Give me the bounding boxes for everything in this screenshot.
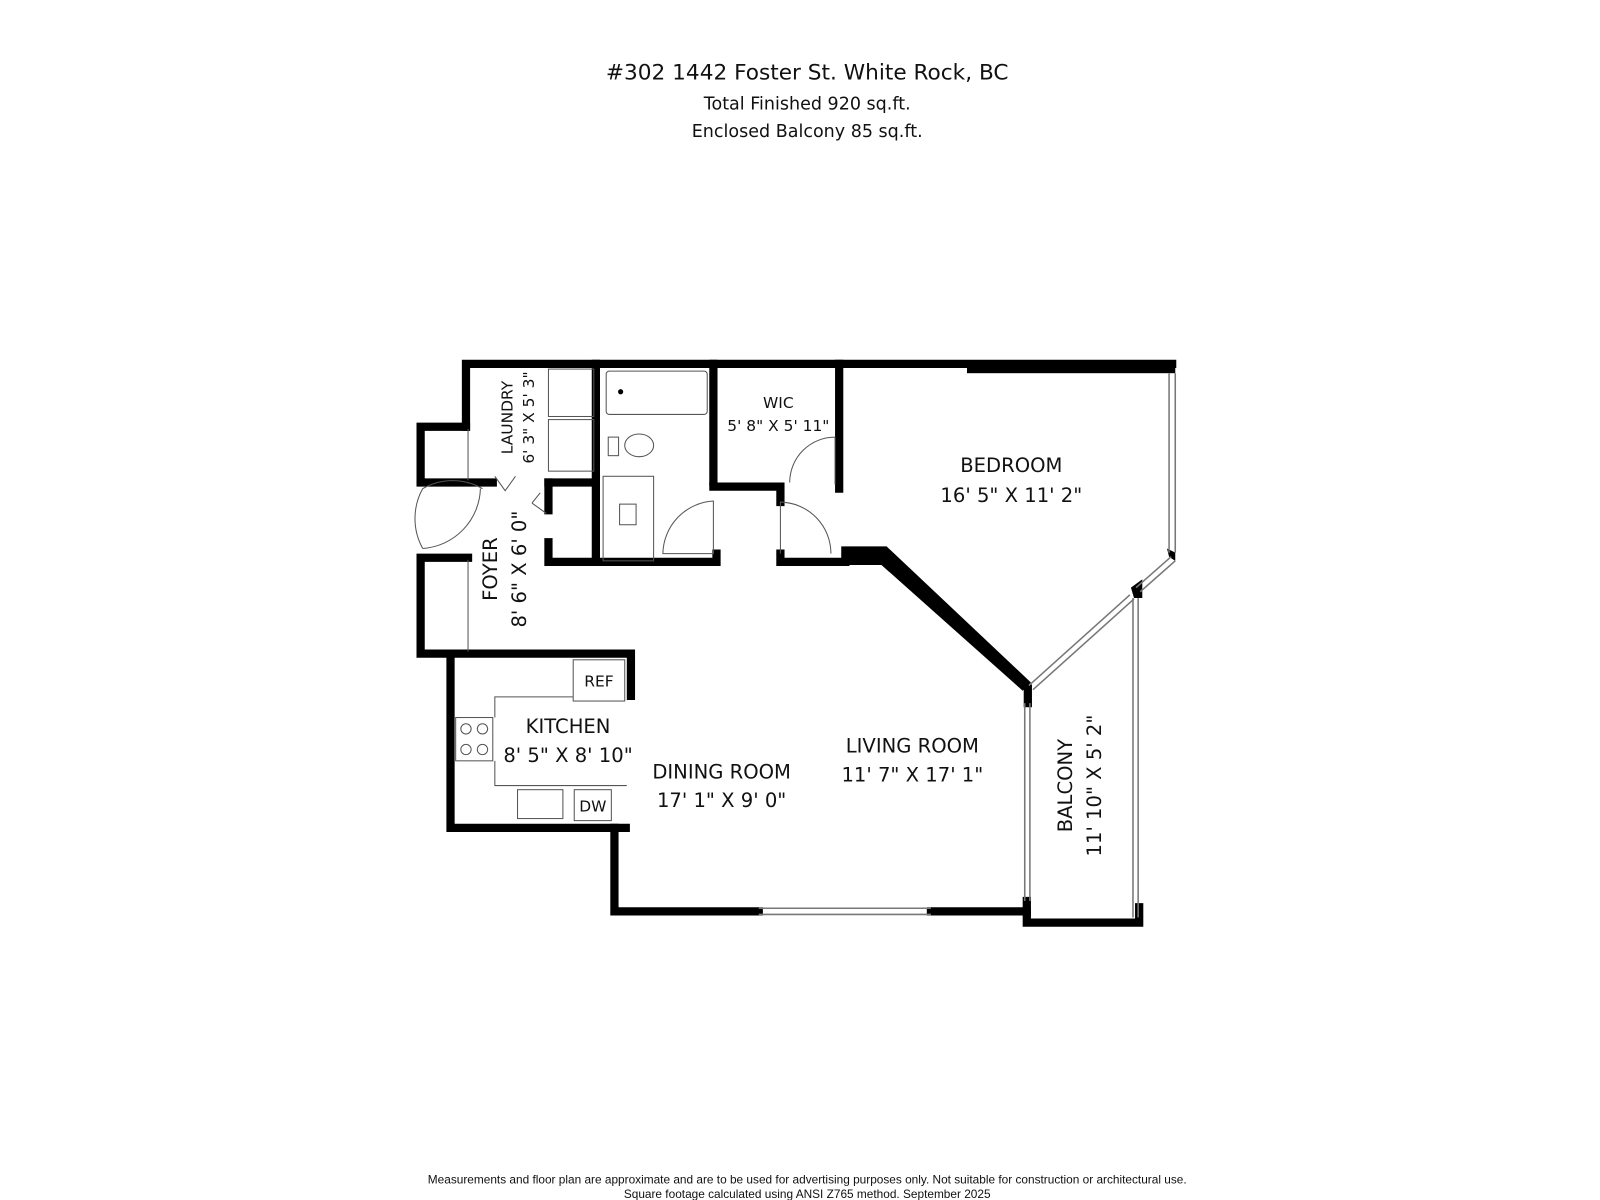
kitchen-sink-icon <box>517 789 564 820</box>
laundry-name: LAUNDRY <box>498 380 516 454</box>
ref-label: REF <box>584 673 613 691</box>
dining-room-name: DINING ROOM <box>652 760 791 783</box>
refrigerator-icon <box>572 659 626 702</box>
balcony-name: BALCONY <box>1054 739 1077 832</box>
bedroom-size: 16' 5" X 11' 2" <box>940 484 1082 507</box>
dw-label: DW <box>579 797 606 815</box>
foyer-name: FOYER <box>479 537 502 601</box>
kitchen-name: KITCHEN <box>526 715 611 738</box>
laundry-size: 6' 3" X 5' 3" <box>520 371 538 463</box>
disclaimer: Measurements and floor plan are approxim… <box>428 1173 1187 1187</box>
balcony-size: 11' 10" X 5' 2" <box>1083 715 1106 857</box>
doors <box>414 436 836 555</box>
wic-name: WIC <box>763 394 794 412</box>
room-labels: LAUNDRY 6' 3" X 5' 3" WIC 5' 8" X 5' 11"… <box>479 371 1106 856</box>
bathtub-icon <box>605 370 708 415</box>
vanity-icon <box>602 475 655 562</box>
enclosed-balcony-area: Enclosed Balcony 85 sq.ft. <box>692 122 923 142</box>
address-title: #302 1442 Foster St. White Rock, BC <box>606 60 1009 85</box>
dining-room-size: 17' 1" X 9' 0" <box>657 789 786 812</box>
washer-icon <box>547 368 595 418</box>
wic-size: 5' 8" X 5' 11" <box>727 417 829 435</box>
living-room-name: LIVING ROOM <box>846 735 979 758</box>
foyer-size: 8' 6" X 6' 0" <box>508 511 531 628</box>
stove-icon <box>455 717 494 762</box>
windows <box>467 373 1177 918</box>
dryer-icon <box>547 419 595 472</box>
dishwasher-icon <box>573 789 612 822</box>
kitchen-size: 8' 5" X 8' 10" <box>503 744 632 767</box>
living-room-size: 11' 7" X 17' 1" <box>841 763 983 786</box>
toilet-icon <box>624 433 655 458</box>
total-finished-area: Total Finished 920 sq.ft. <box>703 94 911 114</box>
fixtures: REF DW <box>455 368 708 822</box>
sink-icon <box>619 503 637 526</box>
walls <box>416 359 1177 927</box>
bedroom-name: BEDROOM <box>960 454 1062 477</box>
calculation-note: Square footage calculated using ANSI Z76… <box>624 1187 991 1200</box>
